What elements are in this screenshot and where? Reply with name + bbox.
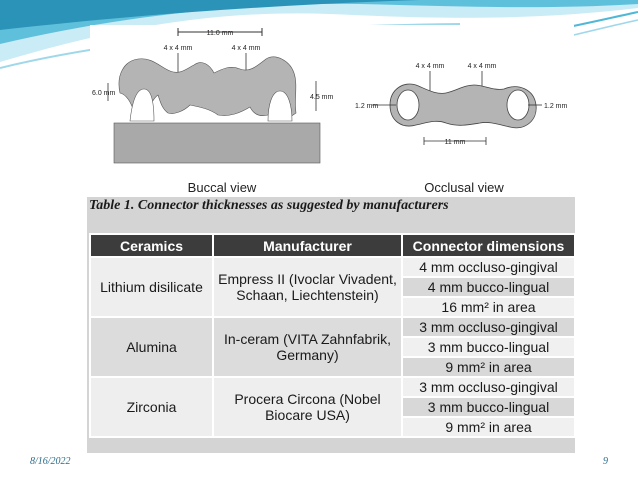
dimension-cell: 9 mm² in area	[401, 356, 576, 378]
table-row: Lithium disilicate Empress II (Ivoclar V…	[89, 256, 576, 318]
buccal-conn-left-label: 4 x 4 mm	[164, 45, 193, 52]
occlusal-conn-right-label: 4 x 4 mm	[468, 63, 497, 70]
table-header-row: Ceramics Manufacturer Connector dimensio…	[89, 233, 576, 258]
slide-page-number: 9	[603, 456, 608, 467]
dimension-cell: 16 mm² in area	[401, 296, 576, 318]
buccal-view-drawing: 11.0 mm 4 x 4 mm 4 x 4 mm 6.0 mm 4.5 mm …	[92, 28, 334, 195]
occlusal-wall-left-label: 1.2 mm	[355, 103, 379, 110]
slide-date: 8/16/2022	[30, 456, 71, 467]
buccal-height-left-label: 6.0 mm	[92, 90, 116, 97]
dimension-cell: 3 mm bucco-lingual	[401, 396, 576, 418]
manufacturer-cell: Procera Circona (Nobel Biocare USA)	[212, 376, 403, 438]
buccal-view-caption: Buccal view	[188, 180, 257, 195]
occlusal-view-drawing: 4 x 4 mm 4 x 4 mm 1.2 mm 1.2 mm 11 mm Oc…	[355, 63, 568, 195]
table-row: 9 mm² in area	[90, 356, 576, 378]
manufacturer-cell: In-ceram (VITA Zahnfabrik, Germany)	[212, 316, 403, 378]
banner-wave-dark	[0, 0, 420, 30]
buccal-height-right-label: 4.5 mm	[310, 94, 334, 101]
occlusal-wall-right-label: 1.2 mm	[544, 103, 568, 110]
header-connector-dimensions: Connector dimensions	[401, 233, 576, 258]
connector-figure: 11.0 mm 4 x 4 mm 4 x 4 mm 6.0 mm 4.5 mm …	[90, 25, 574, 197]
table-row: 16 mm² in area	[90, 296, 576, 318]
occlusal-abutment-right	[506, 89, 530, 121]
table-row: Alumina In-ceram (VITA Zahnfabrik, Germa…	[89, 316, 576, 378]
figure-drawing: 11.0 mm 4 x 4 mm 4 x 4 mm 6.0 mm 4.5 mm …	[92, 28, 568, 195]
manufacturer-cell: Empress II (Ivoclar Vivadent, Schaan, Li…	[212, 256, 403, 318]
ceramic-cell: Lithium disilicate	[89, 256, 214, 318]
connector-table: Ceramics Manufacturer Connector dimensio…	[89, 233, 576, 438]
ceramic-cell: Alumina	[89, 316, 214, 378]
dimension-cell: 4 mm bucco-lingual	[401, 276, 576, 298]
ceramic-cell: Zirconia	[89, 376, 214, 438]
base-block	[113, 122, 321, 164]
dimension-cell: 3 mm occluso-gingival	[401, 316, 576, 338]
table-row: 3 mm bucco-lingual	[90, 336, 576, 358]
buccal-span-label: 11.0 mm	[207, 30, 234, 37]
occlusal-conn-left-label: 4 x 4 mm	[416, 63, 445, 70]
buccal-conn-right-label: 4 x 4 mm	[232, 45, 261, 52]
dimension-cell: 3 mm bucco-lingual	[401, 336, 576, 358]
table-caption: Table 1. Connector thicknesses as sugges…	[89, 198, 449, 213]
table-row: 4 mm bucco-lingual	[90, 276, 576, 298]
occlusal-view-caption: Occlusal view	[424, 180, 504, 195]
occlusal-abutment-left	[396, 89, 420, 121]
dimension-cell: 9 mm² in area	[401, 416, 576, 438]
abutment-right	[267, 90, 293, 122]
table-row: Zirconia Procera Circona (Nobel Biocare …	[89, 376, 576, 438]
dimension-cell: 4 mm occluso-gingival	[401, 256, 576, 278]
header-manufacturer: Manufacturer	[212, 233, 403, 258]
table-row: 3 mm bucco-lingual	[90, 396, 576, 418]
table-row: 9 mm² in area	[90, 416, 576, 438]
dimension-cell: 3 mm occluso-gingival	[401, 376, 576, 398]
occlusal-span-label: 11 mm	[445, 139, 466, 146]
header-ceramics: Ceramics	[89, 233, 214, 258]
connector-table-block: Table 1. Connector thicknesses as sugges…	[87, 197, 576, 453]
abutment-left	[129, 88, 155, 122]
